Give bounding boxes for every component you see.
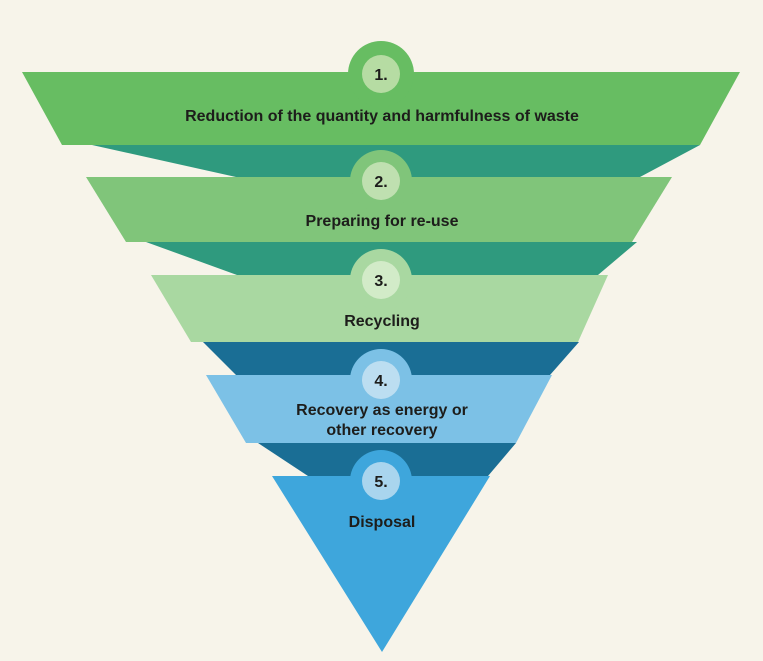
badge-2-number: 2. [374,174,387,191]
badge-4-inner [362,361,400,399]
level-2-label: Preparing for re-use [306,213,459,230]
badge-1-inner [362,55,400,93]
level-1-band [22,72,740,145]
level-1-label: Reduction of the quantity and harmfulnes… [185,108,579,125]
level-5-label: Disposal [349,514,416,531]
badge-5-number: 5. [374,474,387,491]
level-3-label: Recycling [344,313,420,330]
badge-4: 4. [350,349,412,411]
badge-4-number: 4. [374,373,387,390]
level-4-label-line-2: other recovery [326,422,437,439]
level-5-band [272,476,490,652]
badge-5-inner [362,462,400,500]
badge-5: 5. [350,450,412,512]
badge-2: 2. [350,150,412,212]
level-5 [272,476,490,652]
badge-2-inner [362,162,400,200]
badge-3-number: 3. [374,273,387,290]
badge-1-number: 1. [374,67,387,84]
badge-1: 1. [348,41,414,107]
badge-3-inner [362,261,400,299]
level-4-label-line-1: Recovery as energy or [296,402,468,419]
badge-3: 3. [350,249,412,311]
level-1 [22,72,740,145]
